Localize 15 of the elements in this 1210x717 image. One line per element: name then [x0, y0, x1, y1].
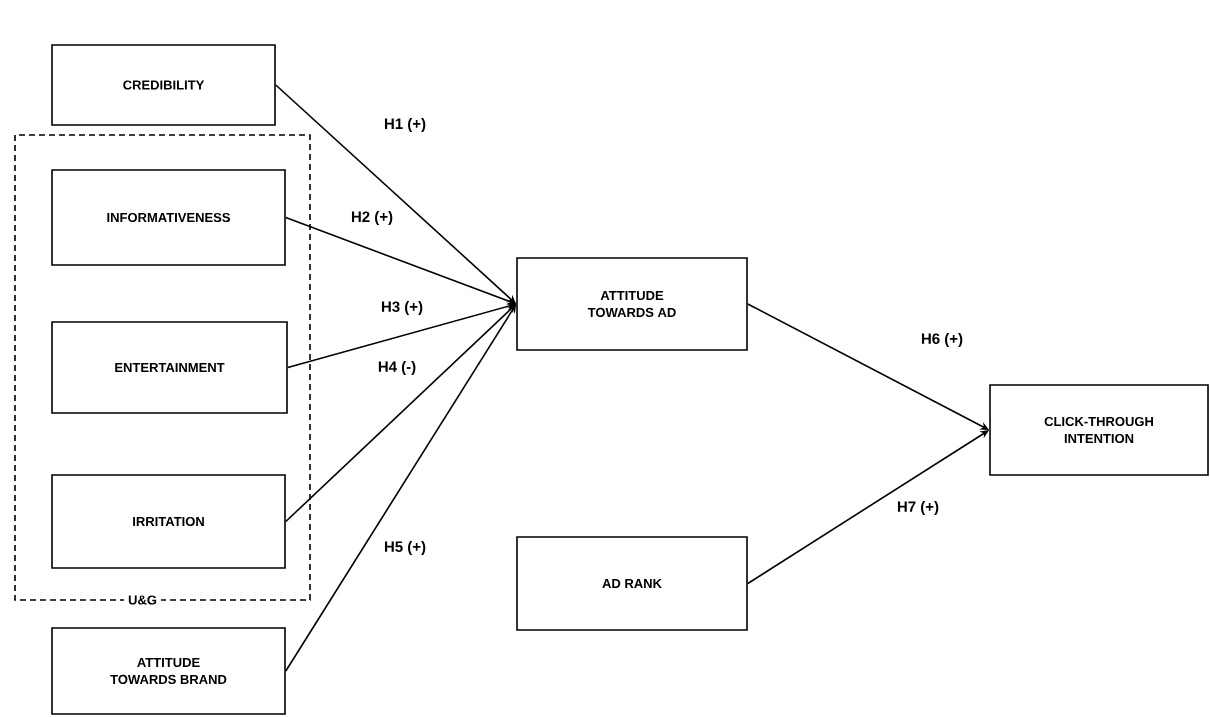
concept-box: CLICK-THROUGH INTENTION: [989, 384, 1209, 476]
concept-box: ATTITUDE TOWARDS AD: [516, 257, 748, 351]
edge-label: H3 (+): [379, 300, 425, 316]
concept-box: IRRITATION: [51, 474, 286, 569]
edge-label: H7 (+): [895, 500, 941, 516]
edge-label: H1 (+): [382, 117, 428, 133]
concept-box: ATTITUDE TOWARDS BRAND: [51, 627, 286, 715]
edge-label: H4 (-): [376, 360, 418, 376]
edge-label: H6 (+): [919, 332, 965, 348]
concept-box: AD RANK: [516, 536, 748, 631]
concept-box: ENTERTAINMENT: [51, 321, 288, 414]
edge-label: H5 (+): [382, 540, 428, 556]
edge-label: H2 (+): [349, 210, 395, 226]
concept-box: INFORMATIVENESS: [51, 169, 286, 266]
concept-box: CREDIBILITY: [51, 44, 276, 126]
